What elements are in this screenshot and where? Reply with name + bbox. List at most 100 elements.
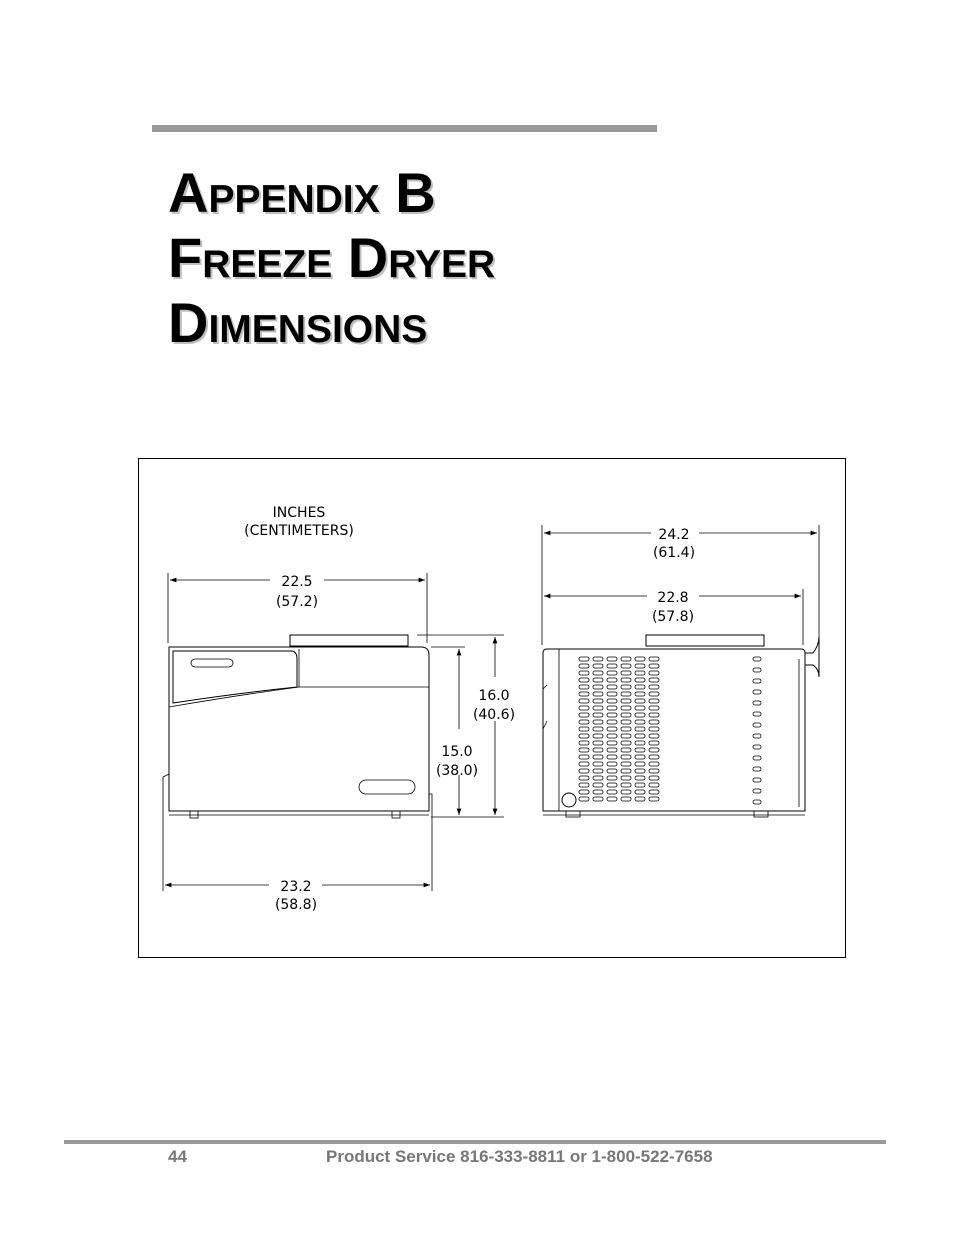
- vent-slot: [648, 677, 660, 683]
- vent-slot: [634, 740, 646, 746]
- vent-slot: [606, 719, 618, 725]
- vent-slot: [620, 747, 632, 753]
- vent-slot: [648, 789, 660, 795]
- vent-slot: [606, 747, 618, 753]
- vent-slot: [592, 663, 604, 669]
- vent-slot: [606, 670, 618, 676]
- body-height-cm: (38.0): [436, 763, 478, 779]
- vent-slot: [606, 705, 618, 711]
- front-width-cm: (57.2): [276, 594, 318, 610]
- vent-slot: [620, 698, 632, 704]
- vent-slot: [578, 656, 590, 662]
- vent-slot: [752, 744, 762, 750]
- vent-slot: [592, 733, 604, 739]
- vent-slot: [578, 684, 590, 690]
- vent-slot: [752, 678, 762, 684]
- front-base-width-in: 23.2: [280, 879, 311, 895]
- vent-slot: [606, 691, 618, 697]
- vent-slot: [648, 733, 660, 739]
- vent-slot: [606, 740, 618, 746]
- vent-slot: [592, 754, 604, 760]
- vent-slot: [620, 775, 632, 781]
- vent-slot: [620, 789, 632, 795]
- vent-slot: [648, 775, 660, 781]
- vent-slot: [620, 705, 632, 711]
- vent-slot: [752, 711, 762, 717]
- vent-slot: [648, 705, 660, 711]
- vent-slot: [606, 712, 618, 718]
- vent-slot: [634, 677, 646, 683]
- vent-slot: [620, 768, 632, 774]
- vent-slot: [620, 670, 632, 676]
- vent-slot: [620, 719, 632, 725]
- side-total-depth-in: 24.2: [658, 527, 689, 543]
- vent-slot: [648, 684, 660, 690]
- vent-slot: [606, 768, 618, 774]
- vent-slot: [648, 656, 660, 662]
- title-line-2: Freeze Dryer: [168, 226, 496, 289]
- vent-slot: [578, 789, 590, 795]
- vent-slot: [620, 712, 632, 718]
- vent-slot: [592, 789, 604, 795]
- vent-slot: [634, 684, 646, 690]
- vent-slot: [752, 667, 762, 673]
- vent-slot: [578, 677, 590, 683]
- vent-slot: [606, 726, 618, 732]
- vent-slot: [634, 698, 646, 704]
- vent-slot: [752, 700, 762, 706]
- vent-slot: [592, 747, 604, 753]
- front-width-in: 22.5: [281, 574, 312, 590]
- vent-slot: [592, 677, 604, 683]
- vent-slot: [752, 788, 762, 794]
- vent-slot: [648, 670, 660, 676]
- page-number: 44: [168, 1147, 187, 1166]
- vent-slot: [578, 712, 590, 718]
- vent-slot: [606, 663, 618, 669]
- vent-slot: [592, 656, 604, 662]
- vent-slot: [648, 747, 660, 753]
- vent-slot: [634, 782, 646, 788]
- vent-slot: [648, 663, 660, 669]
- vent-slot: [752, 755, 762, 761]
- vent-slot: [634, 705, 646, 711]
- footer-service-text: Product Service 816-333-8811 or 1-800-52…: [326, 1147, 713, 1166]
- vent-slot: [620, 684, 632, 690]
- vent-slot: [578, 747, 590, 753]
- vent-slot: [578, 796, 590, 802]
- vent-slot: [592, 768, 604, 774]
- vent-slot: [634, 733, 646, 739]
- vent-slot: [648, 754, 660, 760]
- vent-slot: [578, 768, 590, 774]
- vent-slot: [752, 766, 762, 772]
- vent-slot: [578, 670, 590, 676]
- vent-slot: [620, 761, 632, 767]
- vent-slot: [592, 698, 604, 704]
- vent-slot: [592, 691, 604, 697]
- vent-slot: [634, 726, 646, 732]
- vent-slot: [620, 656, 632, 662]
- body-height-in: 15.0: [441, 744, 472, 760]
- vent-slot: [648, 761, 660, 767]
- vent-slot: [606, 733, 618, 739]
- vent-slot: [620, 754, 632, 760]
- vent-slot: [620, 663, 632, 669]
- vent-grid: [578, 656, 762, 805]
- vent-slot: [592, 782, 604, 788]
- vent-slot: [620, 733, 632, 739]
- vent-slot: [606, 677, 618, 683]
- vent-slot: [620, 782, 632, 788]
- vent-slot: [634, 768, 646, 774]
- vent-slot: [634, 712, 646, 718]
- vent-slot: [578, 726, 590, 732]
- vent-slot: [648, 782, 660, 788]
- total-height-cm: (40.6): [473, 707, 515, 723]
- vent-slot: [592, 712, 604, 718]
- side-view: 24.2 (61.4) 22.8 (57.8): [541, 525, 820, 818]
- vent-slot: [578, 761, 590, 767]
- vent-slot: [592, 761, 604, 767]
- front-view: 22.5 (57.2): [162, 573, 515, 913]
- title-line-3: Dimensions: [168, 291, 428, 354]
- vent-slot: [752, 689, 762, 695]
- vent-slot: [634, 775, 646, 781]
- vent-slot: [592, 684, 604, 690]
